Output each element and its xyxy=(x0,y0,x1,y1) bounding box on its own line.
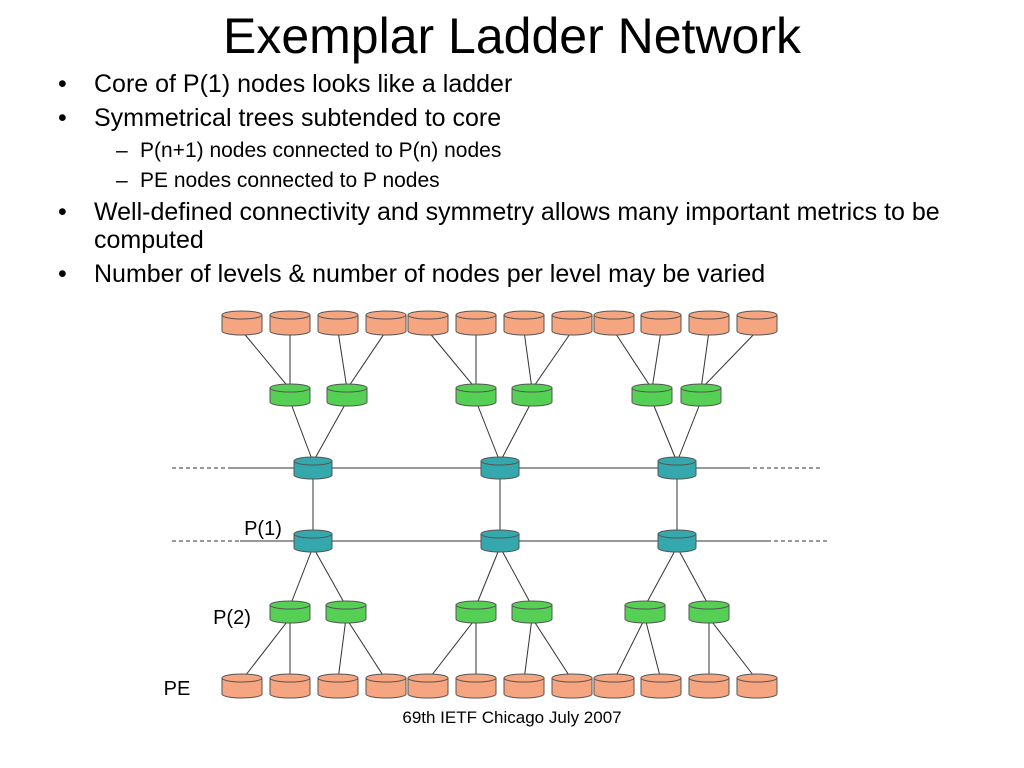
pe-node xyxy=(269,310,311,336)
label-pe: PE xyxy=(164,678,191,700)
p1-node xyxy=(657,456,697,480)
pe-node xyxy=(593,310,635,336)
pe-p2-link xyxy=(427,330,477,390)
p2-p1-link xyxy=(651,400,678,463)
p2-node xyxy=(624,600,666,624)
ladder-network-diagram: P(1) P(2) PE xyxy=(164,310,828,700)
sub-bullet-item: PE nodes connected to P nodes xyxy=(58,168,958,194)
pe-node xyxy=(365,310,407,336)
p2-p1-link xyxy=(499,400,533,463)
bullet-item: Symmetrical trees subtended to core xyxy=(58,104,958,132)
p2-p1-link xyxy=(289,400,314,463)
p2-node xyxy=(455,383,497,407)
slide-footer: 69th IETF Chicago July 2007 xyxy=(402,708,622,727)
p1-p2-link xyxy=(289,546,314,607)
p2-node xyxy=(325,600,367,624)
p2-node xyxy=(326,383,368,407)
p2-pe-link xyxy=(337,617,347,681)
pe-node xyxy=(503,673,545,699)
pe-node xyxy=(503,310,545,336)
p1-p2-link xyxy=(475,546,501,607)
p1-node xyxy=(293,529,333,553)
p2-p1-link xyxy=(312,400,348,463)
p2-pe-link xyxy=(613,617,646,681)
p2-pe-link xyxy=(345,617,387,681)
p2-node xyxy=(269,383,311,407)
pe-node xyxy=(317,673,359,699)
pe-node xyxy=(455,310,497,336)
pe-p2-link xyxy=(700,330,758,390)
p2-node xyxy=(631,383,673,407)
p2-node xyxy=(511,383,553,407)
pe-node xyxy=(407,310,449,336)
pe-p2-link xyxy=(523,330,533,390)
pe-node xyxy=(736,310,778,336)
p2-pe-link xyxy=(241,617,291,681)
pe-p2-link xyxy=(346,330,387,390)
p2-pe-link xyxy=(531,617,573,681)
pe-p2-link xyxy=(651,330,662,390)
p1-node xyxy=(480,529,520,553)
pe-node xyxy=(593,673,635,699)
pe-p2-link xyxy=(700,330,710,390)
p2-node xyxy=(269,600,311,624)
p1-node xyxy=(480,456,520,480)
pe-node xyxy=(688,310,730,336)
p1-node xyxy=(293,456,333,480)
pe-p2-link xyxy=(613,330,653,390)
slide-title: Exemplar Ladder Network xyxy=(222,8,802,64)
pe-node xyxy=(221,310,263,336)
p2-node xyxy=(688,600,730,624)
pe-node xyxy=(317,310,359,336)
pe-node xyxy=(269,673,311,699)
pe-node xyxy=(688,673,730,699)
pe-node xyxy=(221,673,263,699)
p2-pe-link xyxy=(644,617,662,681)
p2-p1-link xyxy=(676,400,702,463)
pe-node xyxy=(640,310,682,336)
pe-node xyxy=(640,673,682,699)
network-links xyxy=(172,330,828,681)
pe-node xyxy=(407,673,449,699)
p1-p2-link xyxy=(676,546,710,607)
pe-p2-link xyxy=(241,330,291,390)
bullet-item: Well-defined connectivity and symmetry a… xyxy=(58,198,958,254)
pe-p2-link xyxy=(531,330,573,390)
bullet-item: Number of levels & number of nodes per l… xyxy=(58,260,958,288)
p1-node xyxy=(657,529,697,553)
p2-pe-link xyxy=(708,617,758,681)
p2-node xyxy=(455,600,497,624)
pe-node xyxy=(551,673,593,699)
p2-p1-link xyxy=(475,400,501,463)
p2-pe-link xyxy=(523,617,533,681)
p2-pe-link xyxy=(427,617,477,681)
sub-bullet-item: P(n+1) nodes connected to P(n) nodes xyxy=(58,138,958,164)
label-p2: P(2) xyxy=(213,607,251,629)
p2-node xyxy=(511,600,553,624)
p1-p2-link xyxy=(644,546,678,607)
pe-node xyxy=(365,673,407,699)
p1-p2-link xyxy=(312,546,347,607)
network-nodes xyxy=(221,310,778,699)
label-p1: P(1) xyxy=(244,518,282,540)
pe-node xyxy=(551,310,593,336)
bullet-item: Core of P(1) nodes looks like a ladder xyxy=(58,70,958,98)
pe-node xyxy=(455,673,497,699)
p2-node xyxy=(680,383,722,407)
p1-p2-link xyxy=(499,546,533,607)
pe-node xyxy=(736,673,778,699)
pe-p2-link xyxy=(337,330,348,390)
bullet-list: Core of P(1) nodes looks like a ladder S… xyxy=(58,70,958,294)
